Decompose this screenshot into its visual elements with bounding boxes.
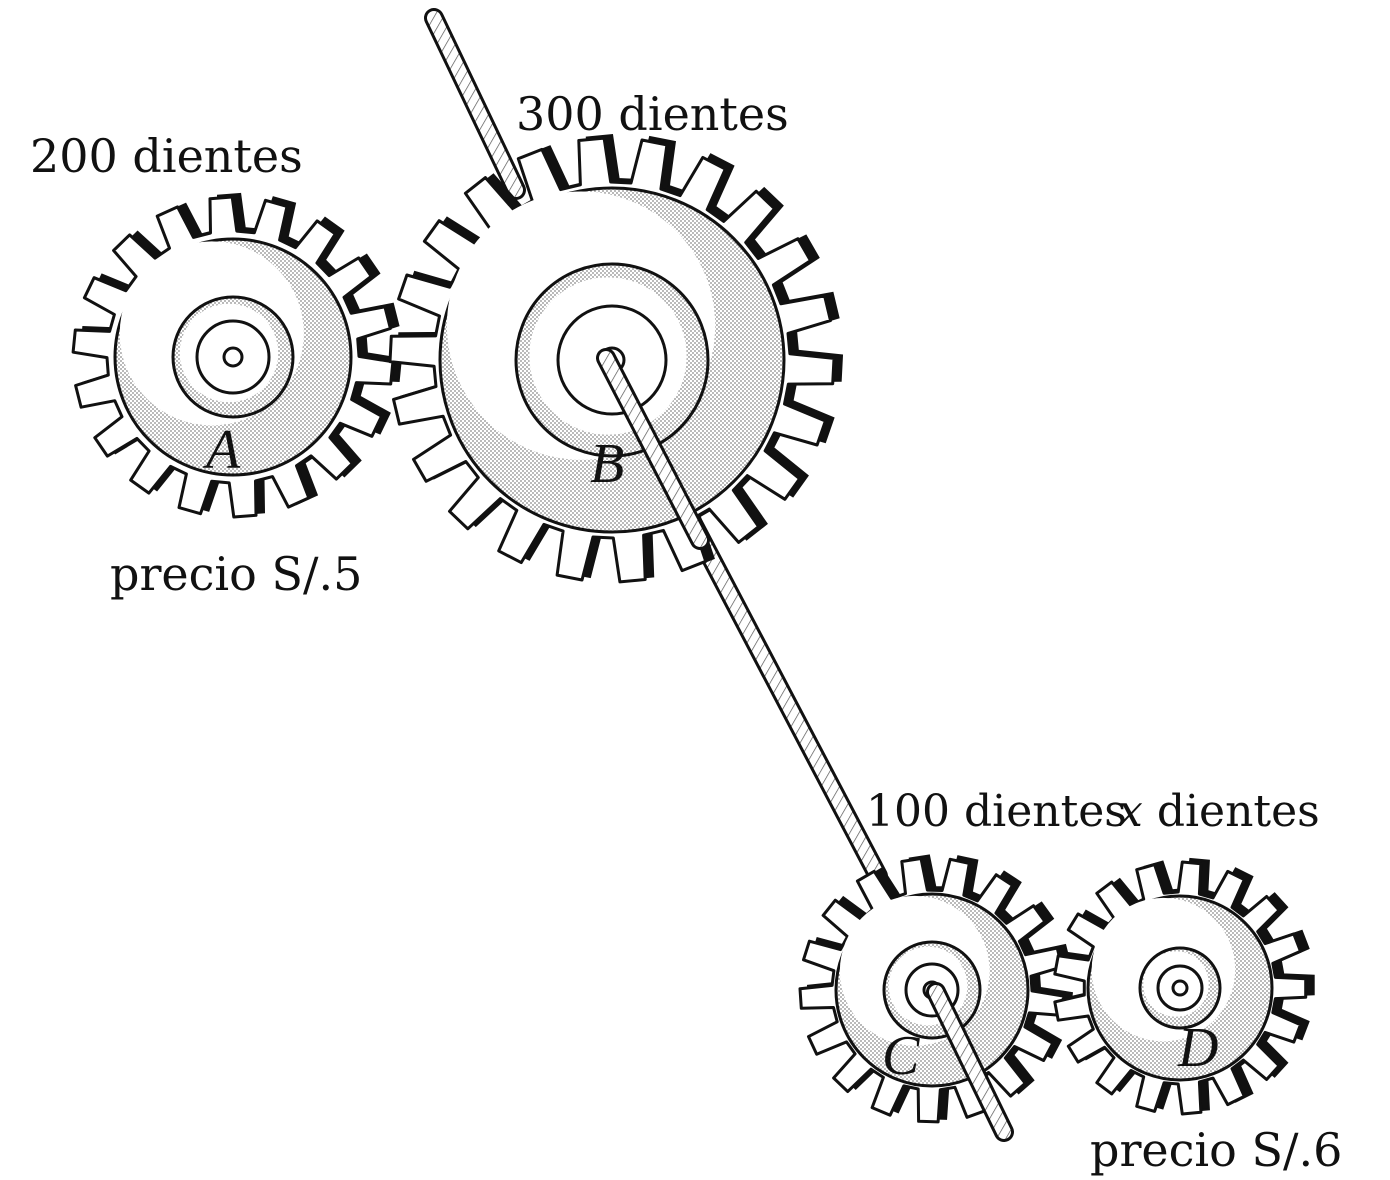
shaft-b-front xyxy=(596,348,710,550)
gear-a-price-label: precio S/.5 xyxy=(110,547,362,601)
gear-d-teeth-label: x dientes xyxy=(1118,786,1320,837)
gear-b-letter: B xyxy=(590,433,624,495)
gear-d-axle xyxy=(1171,979,1189,997)
shaft-c-out xyxy=(926,982,1014,1142)
gear-a-axle xyxy=(222,346,244,368)
gear-d-teeth-suffix: dientes xyxy=(1143,786,1320,837)
gear-d-letter: D xyxy=(1177,1017,1218,1079)
gear-b-teeth-label: 300 dientes xyxy=(516,87,789,141)
gear-d-price-label: precio S/.6 xyxy=(1090,1123,1342,1177)
gear-a-letter: A xyxy=(202,419,241,481)
gear-d-teeth-var: x xyxy=(1118,786,1143,837)
gear-a xyxy=(71,192,402,519)
gear-c-letter: C xyxy=(882,1025,920,1087)
gear-d xyxy=(1053,857,1315,1116)
gear-a-teeth-label: 200 dientes xyxy=(30,129,303,183)
gear-c-teeth-label: 100 dientes xyxy=(866,786,1127,837)
